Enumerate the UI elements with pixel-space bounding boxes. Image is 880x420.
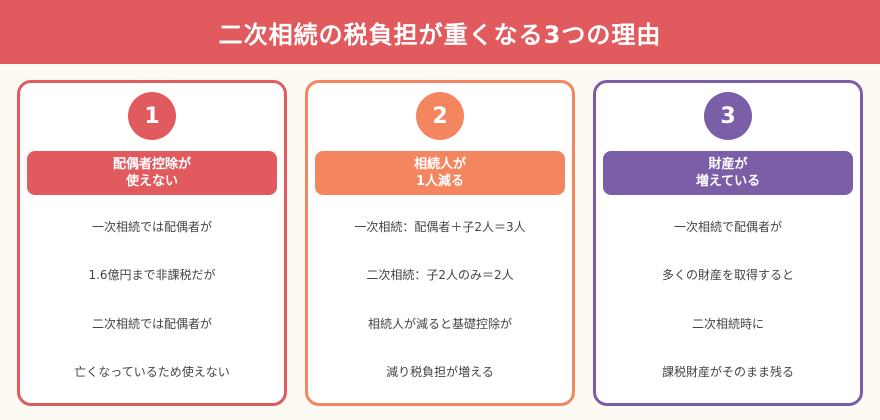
reason-title-line1: 財産が [708,157,748,172]
reason-detail-item: 多くの財産を取得すると [661,268,794,282]
reason-title-banner: 相続人が 1人減る [315,151,565,195]
reason-detail-item: 一次相続：配偶者＋子2人＝3人 [354,220,526,234]
reason-number-badge: 1 [128,92,176,140]
reason-number-badge: 2 [416,92,464,140]
reason-title-line2: 1人減る [415,174,465,189]
reason-detail-item: 一次相続で配偶者が [673,220,782,234]
reason-title-banner: 財産が 増えている [603,151,853,195]
reason-title-banner: 配偶者控除が 使えない [27,151,277,195]
reason-card-1: 1 配偶者控除が 使えない 一次相続では配偶者が 1.6億円まで非課税だが 二次… [17,80,287,406]
reason-title-line1: 相続人が [413,157,466,172]
reason-detail-list: 一次相続では配偶者が 1.6億円まで非課税だが 二次相続では配偶者が 亡くなって… [20,205,284,395]
reason-card-2: 2 相続人が 1人減る 一次相続：配偶者＋子2人＝3人 二次相続：子2人のみ＝2… [305,80,575,406]
reason-detail-item: 亡くなっているため使えない [74,365,230,379]
reason-detail-item: 課税財産がそのまま残る [661,365,794,379]
reason-detail-item: 一次相続では配偶者が [91,220,212,234]
page-title: 二次相続の税負担が重くなる3つの理由 [218,20,662,49]
reason-title-line2: 使えない [125,174,178,189]
reason-detail-list: 一次相続：配偶者＋子2人＝3人 二次相続：子2人のみ＝2人 相続人が減ると基礎控… [308,205,572,395]
reason-detail-item: 二次相続：子2人のみ＝2人 [366,268,514,282]
reason-detail-item: 二次相続では配偶者が [91,317,212,331]
reason-title-line2: 増えている [695,174,761,189]
reason-title-line1: 配偶者控除が [112,157,191,172]
reason-detail-list: 一次相続で配偶者が 多くの財産を取得すると 二次相続時に 課税財産がそのまま残る [596,205,860,395]
reason-detail-item: 1.6億円まで非課税だが [88,268,216,282]
reason-detail-item: 減り税負担が増える [386,365,494,379]
reason-detail-item: 二次相続時に [691,317,764,331]
reason-card-3: 3 財産が 増えている 一次相続で配偶者が 多くの財産を取得すると 二次相続時に… [593,80,863,406]
reason-detail-item: 相続人が減ると基礎控除が [367,317,512,331]
header-bar: 二次相続の税負担が重くなる3つの理由 [0,0,880,64]
reason-number-badge: 3 [704,92,752,140]
